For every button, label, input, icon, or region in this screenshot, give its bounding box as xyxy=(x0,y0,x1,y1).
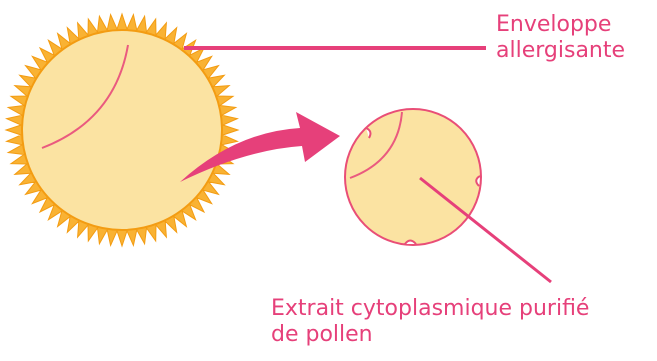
envelope-label-line-2: allergisante xyxy=(496,38,625,64)
purified-extract-cell xyxy=(345,109,481,245)
envelope-label-line-1: Enveloppe xyxy=(496,12,625,38)
pollen-body xyxy=(22,30,222,230)
extract-label-line-2: de pollen xyxy=(271,322,589,348)
envelope-label: Enveloppe allergisante xyxy=(496,12,625,64)
extract-label: Extrait cytoplasmique purifié de pollen xyxy=(271,296,589,348)
extract-label-line-1: Extrait cytoplasmique purifié xyxy=(271,296,589,322)
extract-cell-body xyxy=(345,109,481,245)
